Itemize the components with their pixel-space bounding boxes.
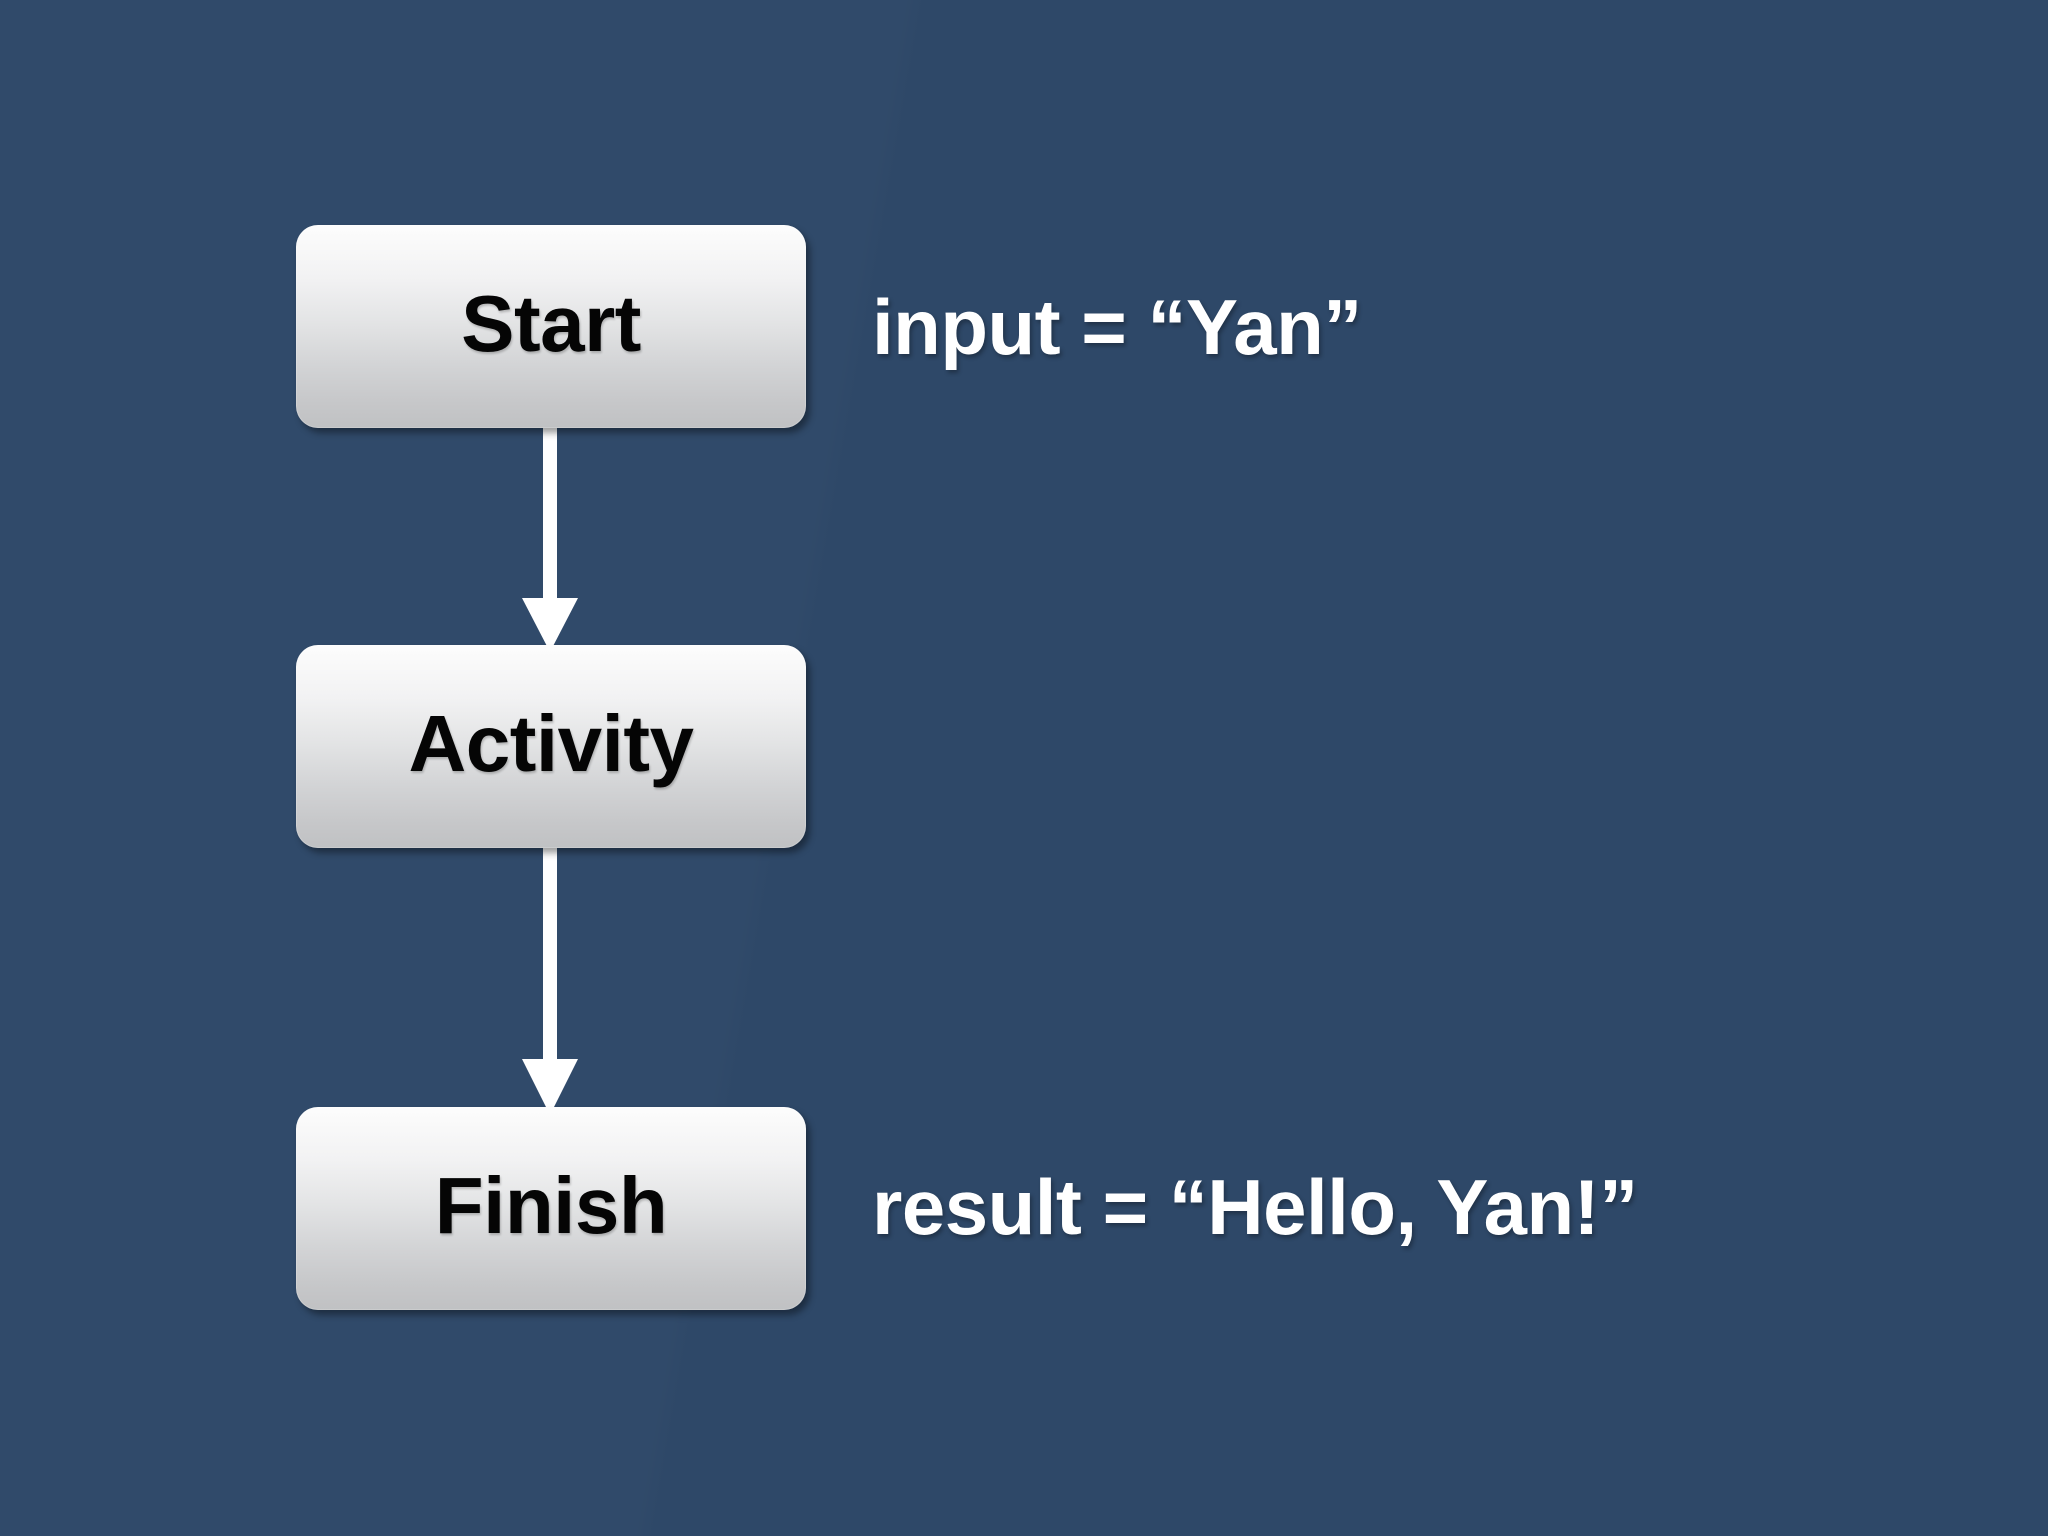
result-annotation-text: result = “Hello, Yan!” <box>872 1163 1638 1251</box>
connector-activity-to-finish-arrow-icon <box>522 840 578 1115</box>
flow-node-start[interactable]: Start <box>296 225 806 428</box>
input-annotation-text: input = “Yan” <box>872 283 1362 371</box>
flow-node-finish[interactable]: Finish <box>296 1107 806 1310</box>
connector-start-to-activity-arrow-icon <box>522 420 578 652</box>
flow-node-finish-label: Finish <box>434 1160 668 1250</box>
flow-node-start-label: Start <box>461 278 641 368</box>
flow-node-activity[interactable]: Activity <box>296 645 806 848</box>
flow-node-activity-label: Activity <box>408 698 694 788</box>
